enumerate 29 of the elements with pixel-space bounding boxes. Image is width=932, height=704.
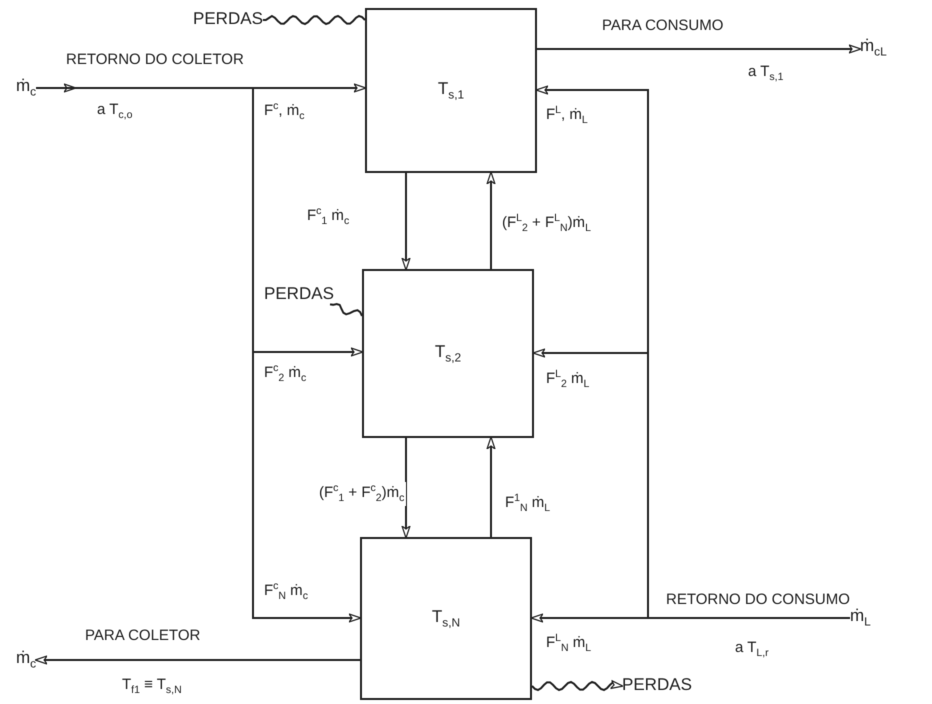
flow-terminal-label: PERDAS <box>264 284 334 304</box>
flow-arrow <box>36 87 362 623</box>
flow-arrow <box>537 44 862 54</box>
flow-terminal-label: PERDAS <box>193 9 263 30</box>
storage-node-box <box>360 537 532 700</box>
flow-terminal-label: ṁ$_{c}$ <box>16 648 36 671</box>
node-temperature-label: T$_{s,2}$ <box>434 342 462 365</box>
flow-terminal-label: ṁ$_{cL}$ <box>860 36 887 59</box>
flow-annotation: a T$_{s,1}$ <box>748 62 784 85</box>
flow-terminal-label: ṁ$_{c}$ <box>16 76 36 99</box>
flow-arrow <box>401 173 411 271</box>
heat-loss-wavy-arrow <box>531 680 624 692</box>
storage-node-box <box>365 8 537 173</box>
flow-arrow <box>401 438 411 539</box>
flow-arrow <box>34 655 360 665</box>
node-temperature-label: T$_{s,N}$ <box>432 607 460 630</box>
flow-annotation: a T$_{L,r}$ <box>735 638 769 661</box>
flow-annotation: RETORNO DO COLETOR <box>66 50 244 70</box>
node-temperature-label: T$_{s,1}$ <box>438 79 464 102</box>
flow-terminal-label: PERDAS <box>622 675 692 696</box>
flow-arrow <box>530 613 850 623</box>
flow-annotation: a T$_{c,o}$ <box>97 100 132 123</box>
edge-label: (F$^{c}$$_{1}$ + F$^{c}$$_{2}$)ṁ$_{c}$ <box>317 482 406 506</box>
storage-node-box <box>362 269 534 438</box>
flow-annotation: T$_{f1}$ ≡ T$_{s,N}$ <box>122 675 182 698</box>
flow-arrow <box>486 436 496 537</box>
flow-terminal-label: ṁ$_{L}$ <box>850 606 871 629</box>
flow-annotation: RETORNO DO CONSUMO <box>666 590 850 610</box>
flow-arrow <box>486 171 496 269</box>
